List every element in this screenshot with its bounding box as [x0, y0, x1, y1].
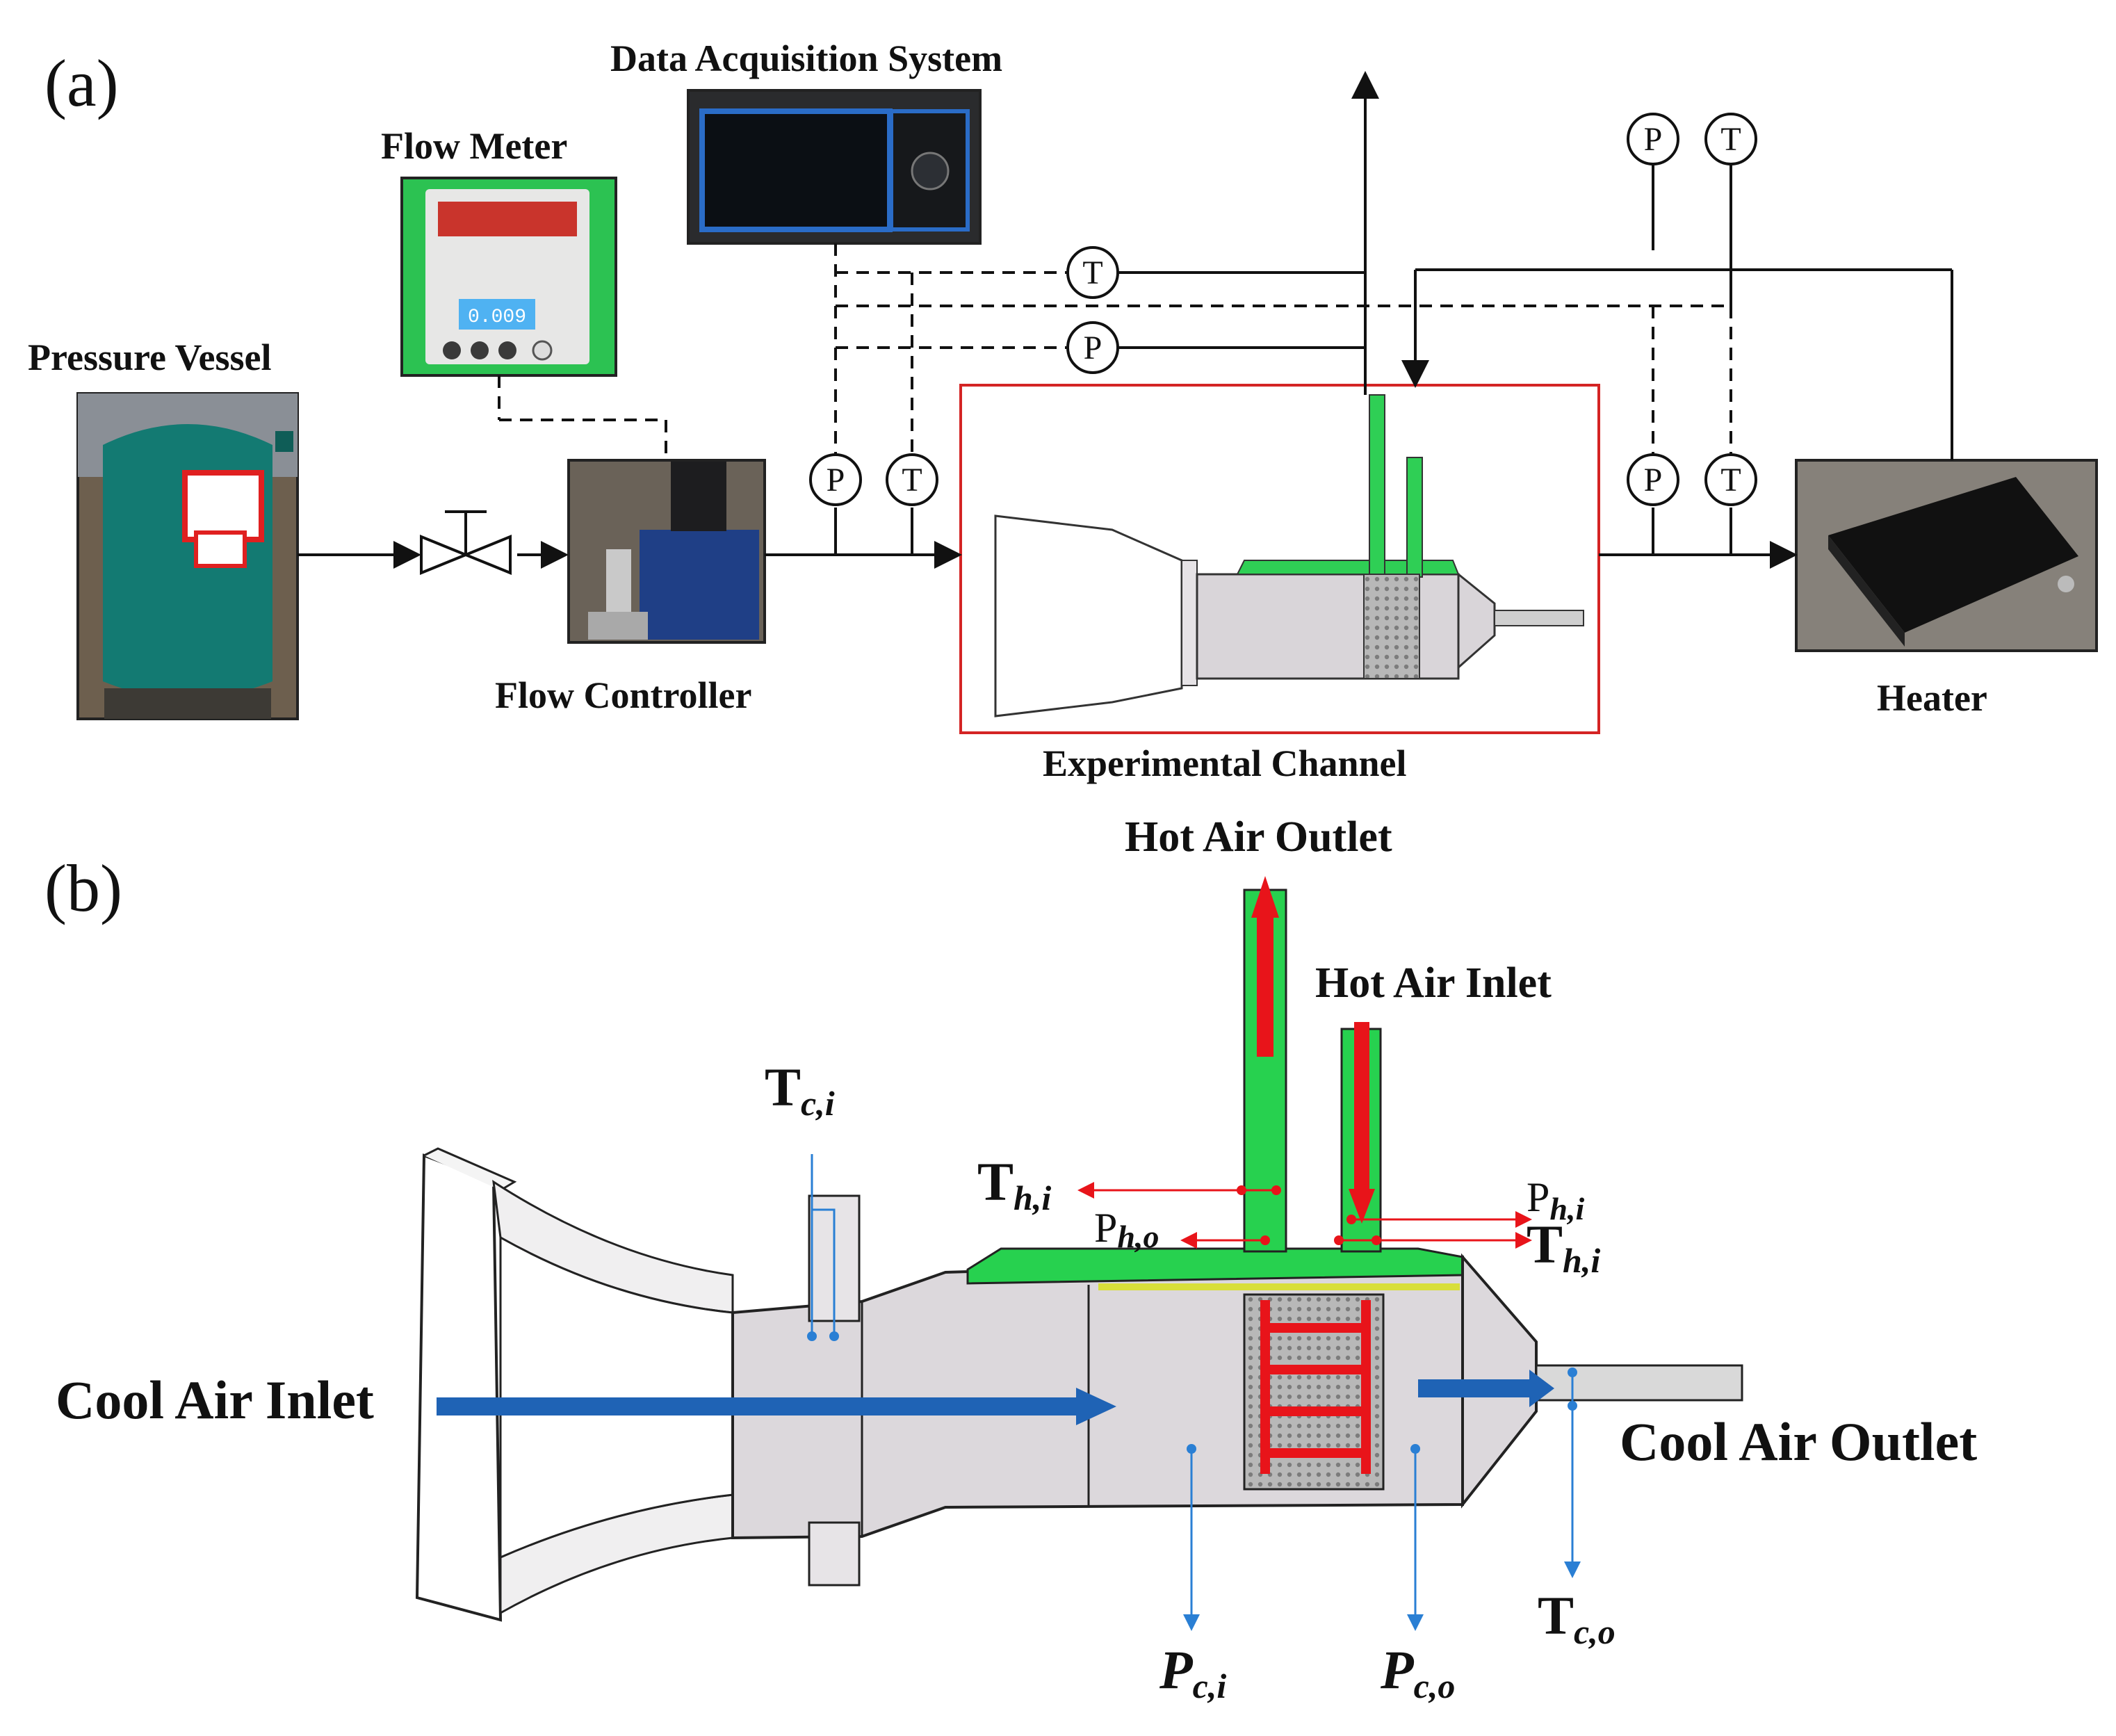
- sensor-t-hi-left-sub: h,i: [1014, 1178, 1051, 1217]
- pressure-vessel-label: Pressure Vessel: [28, 336, 272, 378]
- temperature-gauge-inlet: T: [886, 453, 938, 506]
- sensor-p-ho-sub: h,o: [1117, 1219, 1159, 1254]
- valve-icon: [420, 510, 512, 575]
- gauge-hot-out-p-text: P: [1084, 330, 1102, 366]
- temperature-gauge-hot-in: T: [1704, 113, 1757, 165]
- pressure-gauge-hot-in: P: [1627, 113, 1679, 165]
- data-acquisition-label: Data Acquisition System: [610, 38, 1002, 79]
- cool-air-inlet-label: Cool Air Inlet: [56, 1370, 374, 1430]
- sensor-t-ci-main: T: [765, 1057, 801, 1117]
- hot-air-inlet-label: Hot Air Inlet: [1315, 959, 1552, 1007]
- flow-meter-label: Flow Meter: [381, 125, 567, 167]
- heater-image: [1795, 459, 2098, 652]
- sensor-t-hi-right-sub: h,i: [1563, 1241, 1600, 1280]
- sensor-t-ci: Tc,i: [765, 1057, 835, 1123]
- sensor-t-hi-left: Th,i: [977, 1151, 1051, 1217]
- pressure-gauge-inlet: P: [809, 453, 862, 506]
- gauge-inlet-t-text: T: [902, 462, 922, 498]
- flow-meter-image: [400, 177, 617, 377]
- panel-a-label: (a): [44, 46, 119, 120]
- sensor-p-ci: Pc,i: [1159, 1639, 1226, 1705]
- gauge-hot-out-t-text: T: [1082, 254, 1102, 291]
- flow-meter-reading: 0.009: [468, 307, 526, 328]
- temperature-gauge-outlet: T: [1704, 453, 1757, 506]
- flow-controller-image: [567, 459, 766, 644]
- sensor-t-co-sub: c,o: [1574, 1612, 1616, 1651]
- sensor-p-hi-sub: h,i: [1549, 1191, 1584, 1226]
- pressure-gauge-hot-out: P: [1066, 321, 1119, 374]
- sensor-t-hi-left-main: T: [977, 1151, 1014, 1212]
- sensor-p-co-main: P: [1380, 1639, 1415, 1700]
- sensor-p-hi: Ph,i: [1527, 1174, 1584, 1226]
- pressure-gauge-outlet: P: [1627, 453, 1679, 506]
- temperature-gauge-hot-out: T: [1066, 246, 1119, 299]
- sensor-t-hi-right-main: T: [1527, 1214, 1563, 1274]
- gauge-hot-in-p-text: P: [1644, 121, 1663, 158]
- sensor-p-co-sub: c,o: [1414, 1666, 1456, 1705]
- gauge-hot-in-t-text: T: [1720, 121, 1741, 158]
- gauge-inlet-p-text: P: [827, 462, 845, 498]
- hot-flow-arrows: [1251, 876, 1375, 1474]
- sensor-p-co: Pc,o: [1380, 1639, 1455, 1705]
- sensor-p-ci-sub: c,i: [1193, 1666, 1227, 1705]
- sensor-leaders: [807, 1154, 1581, 1631]
- signal-lines-dashed: [498, 243, 1732, 460]
- pressure-vessel-image: [76, 392, 299, 720]
- sensor-p-hi-main: P: [1527, 1174, 1549, 1220]
- flow-controller-label: Flow Controller: [495, 674, 751, 716]
- gauge-outlet-p-text: P: [1644, 462, 1663, 498]
- sensor-t-co-main: T: [1538, 1585, 1574, 1646]
- hot-sensor-leaders: [1077, 1182, 1532, 1249]
- experimental-channel-label: Experimental Channel: [1043, 743, 1407, 784]
- gauge-outlet-t-text: T: [1720, 462, 1741, 498]
- sensor-p-ho-main: P: [1094, 1205, 1117, 1251]
- cool-air-outlet-label: Cool Air Outlet: [1620, 1411, 1977, 1472]
- heater-label: Heater: [1877, 677, 1987, 719]
- sensor-p-ci-main: P: [1159, 1639, 1194, 1700]
- sensor-t-co: Tc,o: [1538, 1585, 1616, 1651]
- panel-b-label: (b): [44, 851, 122, 925]
- sensor-t-ci-sub: c,i: [801, 1084, 835, 1123]
- cold-flow-arrows: [437, 1370, 1554, 1425]
- sensor-p-ho: Ph,o: [1094, 1205, 1159, 1254]
- piping-solid: [298, 71, 1953, 569]
- sensor-t-hi-right: Th,i: [1527, 1214, 1600, 1280]
- experimental-channel-image: [994, 394, 1584, 717]
- hot-air-outlet-label: Hot Air Outlet: [1125, 813, 1392, 861]
- data-acquisition-image: [687, 89, 982, 245]
